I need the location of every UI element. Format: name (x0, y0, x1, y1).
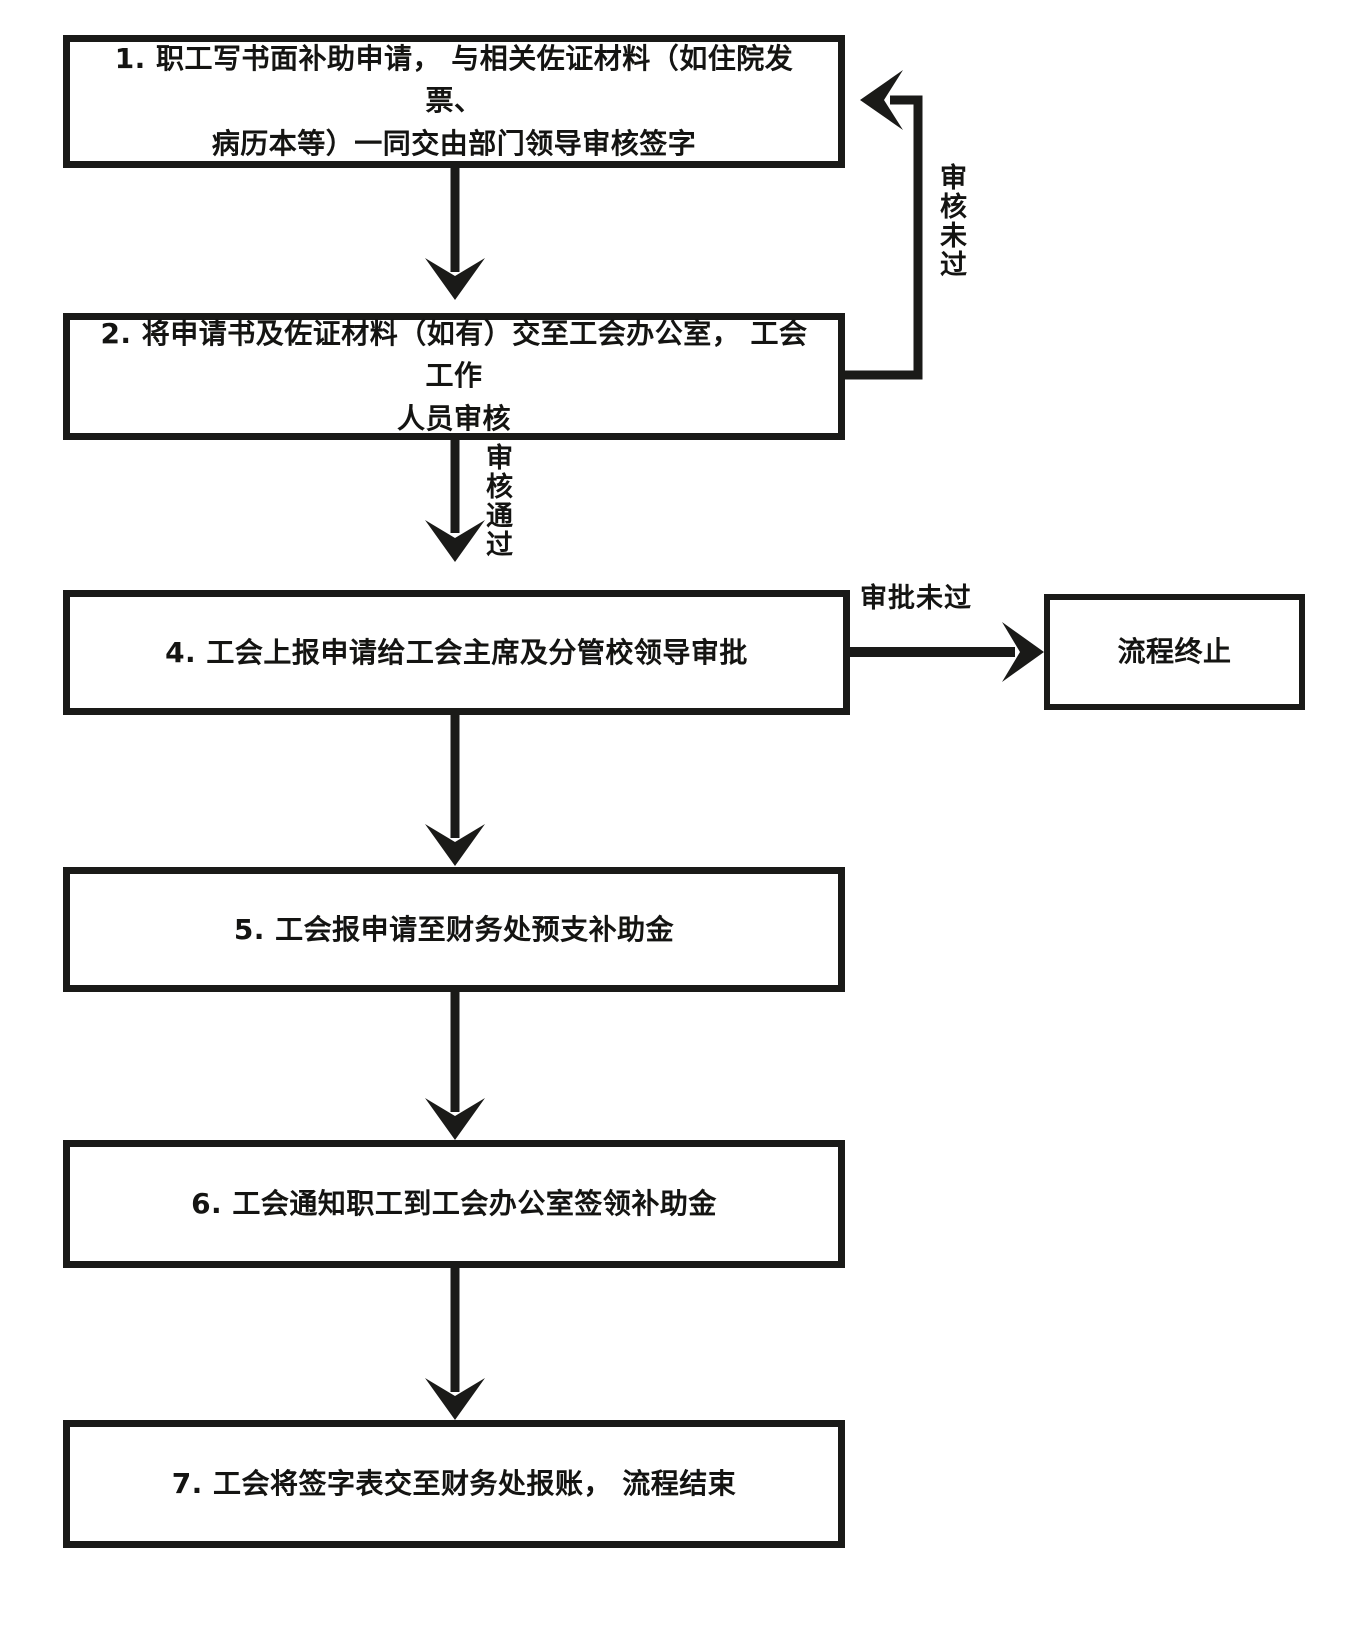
connector-step5-to-step6 (425, 992, 485, 1140)
connector-step1-to-step2 (425, 168, 485, 300)
edge-label-review-passed: 审核通过 (481, 443, 513, 559)
flow-node-step6-label: 6. 工会通知职工到工会办公室签领补助金 (191, 1187, 717, 1221)
flow-node-step4-label: 4. 工会上报申请给工会主席及分管校领导审批 (165, 635, 748, 669)
flow-node-step1[interactable]: 1. 职工写书面补助申请， 与相关佐证材料（如住院发票、 病历本等）一同交由部门… (63, 35, 845, 168)
flow-node-step7-label: 7. 工会将签字表交至财务处报账， 流程结束 (171, 1467, 737, 1501)
flow-node-step4[interactable]: 4. 工会上报申请给工会主席及分管校领导审批 (63, 590, 850, 715)
edge-label-review-failed: 审核未过 (935, 163, 967, 279)
flow-node-step2[interactable]: 2. 将申请书及佐证材料（如有）交至工会办公室， 工会工作 人员审核 (63, 313, 845, 440)
connector-step2-to-step4 (425, 440, 485, 562)
flow-node-terminate[interactable]: 流程终止 (1044, 594, 1305, 710)
flow-node-step1-label: 1. 职工写书面补助申请， 与相关佐证材料（如住院发票、 病历本等）一同交由部门… (114, 41, 794, 160)
connector-step4-to-terminate (850, 622, 1044, 682)
flow-node-step2-label: 2. 将申请书及佐证材料（如有）交至工会办公室， 工会工作 人员审核 (100, 316, 808, 435)
flow-node-terminate-label: 流程终止 (1117, 635, 1232, 669)
flow-node-step5[interactable]: 5. 工会报申请至财务处预支补助金 (63, 867, 845, 992)
edge-label-approval-failed: 审批未过 (860, 583, 972, 614)
connector-step6-to-step7 (425, 1268, 485, 1420)
flow-node-step7[interactable]: 7. 工会将签字表交至财务处报账， 流程结束 (63, 1420, 845, 1548)
connector-step2-to-step1-feedback (845, 70, 923, 380)
flow-node-step5-label: 5. 工会报申请至财务处预支补助金 (233, 912, 675, 946)
flow-node-step6[interactable]: 6. 工会通知职工到工会办公室签领补助金 (63, 1140, 845, 1268)
connector-step4-to-step5 (425, 715, 485, 866)
